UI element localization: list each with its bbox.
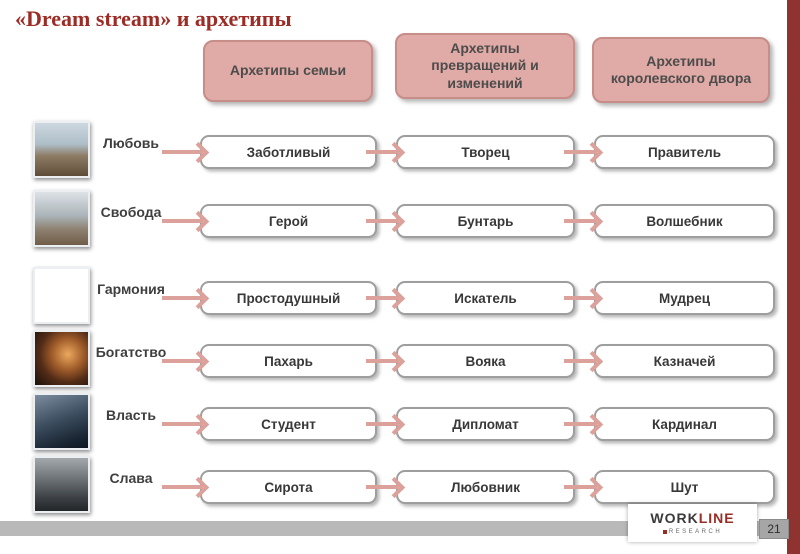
archetype-row-power: Власть Студент Дипломат Кардинал [0, 389, 800, 459]
archetype-box: Шут [594, 470, 775, 504]
arrow-right-icon [564, 210, 604, 232]
archetype-box: Простодушный [200, 281, 377, 315]
row-label: Свобода [100, 204, 162, 220]
row-photo [33, 456, 90, 513]
footer-bar [0, 521, 787, 536]
archetype-box: Сирота [200, 470, 377, 504]
page-number: 21 [759, 519, 789, 539]
archetype-box: Студент [200, 407, 377, 441]
row-label: Гармония [97, 281, 165, 297]
archetype-box: Бунтарь [396, 204, 575, 238]
archetype-row-fame: Слава Сирота Любовник Шут [0, 452, 800, 522]
workline-logo-subtext: RESEARCH [662, 528, 723, 535]
archetype-row-love: Любовь Заботливый Творец Правитель [0, 117, 800, 187]
arrow-right-icon [564, 287, 604, 309]
arrow-right-icon [366, 287, 406, 309]
column-header-family: Архетипы семьи [203, 40, 373, 102]
arrow-right-icon [162, 413, 210, 435]
row-photo [33, 190, 90, 247]
archetype-box: Дипломат [396, 407, 575, 441]
row-label: Любовь [102, 135, 159, 151]
logo-research-text: RESEARCH [668, 528, 723, 535]
archetype-box: Волшебник [594, 204, 775, 238]
arrow-right-icon [162, 476, 210, 498]
archetype-box: Кардинал [594, 407, 775, 441]
row-photo [33, 330, 90, 387]
arrow-right-icon [162, 287, 210, 309]
archetype-box: Казначей [594, 344, 775, 378]
arrow-right-icon [564, 413, 604, 435]
arrow-right-icon [564, 350, 604, 372]
column-header-transformation: Архетипы превращений и изменений [395, 33, 575, 99]
row-photo [33, 393, 90, 450]
arrow-right-icon [162, 141, 210, 163]
archetype-row-freedom: Свобода Герой Бунтарь Волшебник [0, 186, 800, 256]
logo-line-text: LINE [698, 510, 735, 527]
arrow-right-icon [564, 476, 604, 498]
row-label: Слава [109, 470, 153, 486]
arrow-right-icon [366, 476, 406, 498]
archetype-box: Герой [200, 204, 377, 238]
logo-work-text: WORK [650, 510, 699, 527]
arrow-right-icon [564, 141, 604, 163]
arrow-right-icon [366, 210, 406, 232]
archetype-box: Правитель [594, 135, 775, 169]
archetype-row-wealth: Богатство Пахарь Вояка Казначей [0, 326, 800, 396]
archetype-box: Вояка [396, 344, 575, 378]
right-accent-bar [787, 0, 800, 554]
row-photo [33, 121, 90, 178]
archetype-row-harmony: Гармония Простодушный Искатель Мудрец [0, 263, 800, 333]
row-photo [33, 267, 90, 324]
arrow-right-icon [162, 350, 210, 372]
red-square-icon [662, 529, 667, 534]
row-label: Богатство [95, 344, 167, 360]
arrow-right-icon [366, 141, 406, 163]
row-label: Власть [105, 407, 157, 423]
arrow-right-icon [366, 413, 406, 435]
archetype-box: Заботливый [200, 135, 377, 169]
workline-logo: WORKLINE RESEARCH [628, 504, 757, 542]
column-header-royal-court: Архетипы королевского двора [592, 37, 770, 103]
archetype-box: Искатель [396, 281, 575, 315]
arrow-right-icon [162, 210, 210, 232]
arrow-right-icon [366, 350, 406, 372]
archetype-box: Любовник [396, 470, 575, 504]
archetype-box: Пахарь [200, 344, 377, 378]
workline-logo-text: WORKLINE [650, 511, 734, 526]
archetype-box: Творец [396, 135, 575, 169]
archetype-box: Мудрец [594, 281, 775, 315]
page-title: «Dream stream» и архетипы [15, 6, 292, 31]
